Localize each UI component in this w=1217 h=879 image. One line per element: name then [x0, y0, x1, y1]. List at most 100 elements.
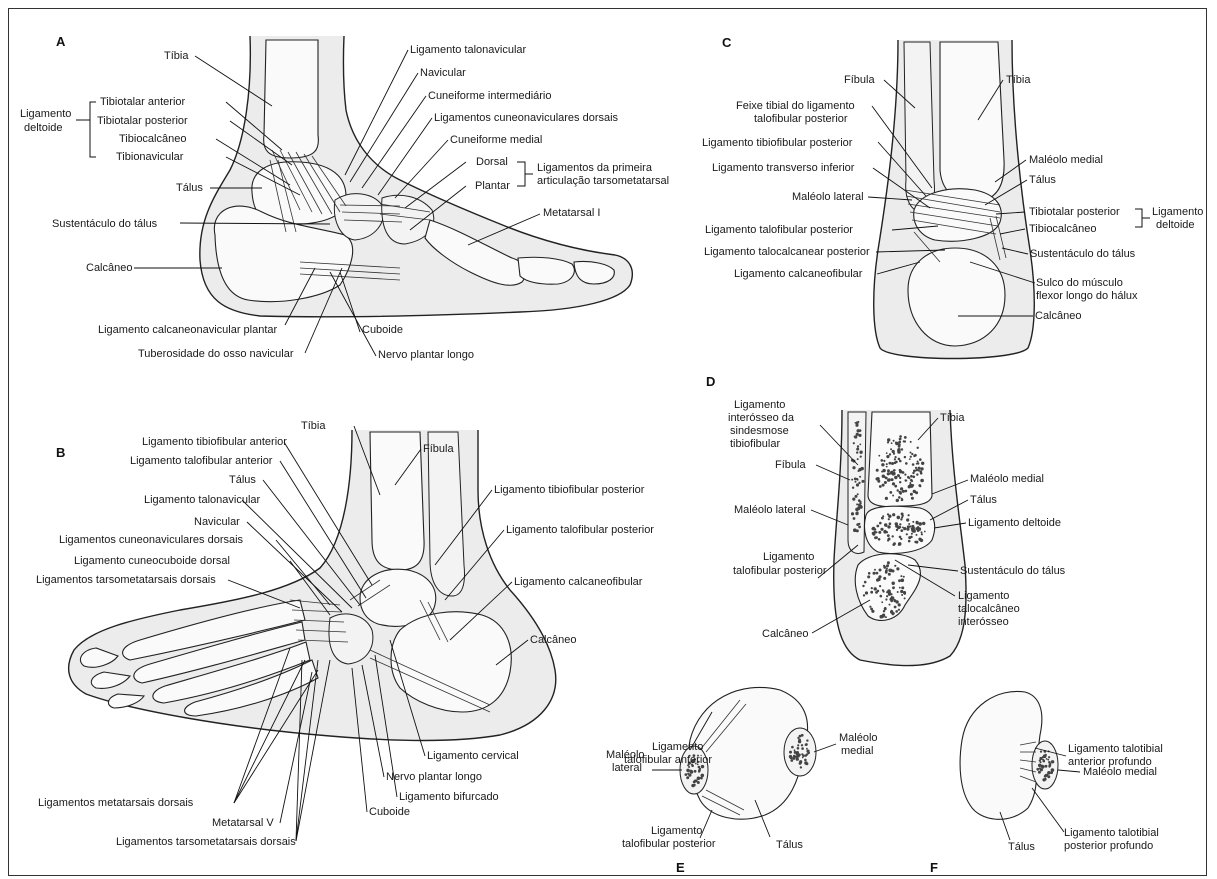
spongy-dot	[697, 781, 700, 784]
spongy-dot	[883, 460, 885, 462]
label-c-calcaneo: Calcâneo	[1035, 310, 1081, 322]
spongy-dot	[899, 460, 902, 463]
spongy-dot	[880, 615, 884, 619]
label-b-nervo-plantar: Nervo plantar longo	[386, 771, 482, 783]
spongy-dot	[904, 456, 906, 458]
spongy-dot	[801, 744, 803, 746]
spongy-dot	[889, 522, 892, 525]
spongy-dot	[862, 585, 864, 587]
spongy-dot	[910, 452, 912, 454]
spongy-dot	[902, 491, 904, 493]
spongy-dot	[694, 780, 697, 783]
label-c-sulco-2: flexor longo do hálux	[1036, 290, 1138, 302]
spongy-dot	[797, 744, 799, 746]
label-a-dorsal: Dorsal	[476, 156, 508, 168]
spongy-dot	[889, 598, 891, 600]
spongy-dot	[859, 444, 861, 446]
spongy-dot	[853, 528, 857, 532]
spongy-dot	[1041, 765, 1044, 768]
spongy-dot	[895, 456, 897, 458]
panel-a: A	[20, 34, 669, 361]
spongy-dot	[898, 542, 902, 546]
spongy-dot	[851, 479, 853, 481]
spongy-dot	[894, 485, 897, 488]
spongy-dot	[920, 539, 923, 542]
spongy-dot	[887, 539, 889, 541]
label-a-lig-calcaneonavicular: Ligamento calcaneonavicular plantar	[98, 324, 278, 336]
spongy-dot	[885, 569, 888, 572]
spongy-dot	[903, 576, 905, 578]
spongy-dot	[894, 458, 896, 460]
spongy-dot	[916, 534, 918, 536]
spongy-dot	[893, 542, 896, 545]
label-b-navicular: Navicular	[194, 516, 240, 528]
spongy-dot	[893, 440, 895, 442]
spongy-dot	[897, 516, 901, 520]
spongy-dot	[887, 438, 890, 441]
label-a-tibia: Tíbia	[164, 50, 189, 62]
label-e-talofib-post-2: talofibular posterior	[622, 838, 716, 850]
spongy-dot	[856, 433, 859, 436]
spongy-dot	[898, 603, 901, 606]
spongy-dot	[899, 477, 901, 479]
panel-a-phalanx-1	[518, 257, 574, 284]
spongy-dot	[876, 525, 879, 528]
label-e-maleolo-lateral-2: lateral	[612, 762, 642, 774]
spongy-dot	[886, 568, 888, 570]
spongy-dot	[884, 481, 887, 484]
label-d-talocalc-2: talocalcâneo	[958, 603, 1020, 615]
label-c-sulco-1: Sulco do músculo	[1036, 277, 1123, 289]
spongy-dot	[1051, 768, 1055, 772]
spongy-dot	[1038, 771, 1041, 774]
spongy-dot	[857, 429, 860, 432]
spongy-dot	[912, 463, 915, 466]
label-d-interosseo-4: tibiofibular	[730, 438, 780, 450]
spongy-dot	[865, 591, 868, 594]
label-d-lig-deltoide: Ligamento deltoide	[968, 517, 1061, 529]
label-d-talocalc-3: interósseo	[958, 616, 1009, 628]
label-a-navicular: Navicular	[420, 67, 466, 79]
label-c-tibiocalcaneo: Tibiocalcâneo	[1029, 223, 1096, 235]
spongy-dot	[915, 467, 917, 469]
spongy-dot	[887, 525, 890, 528]
label-d-talocalc-1: Ligamento	[958, 590, 1009, 602]
panel-c-letter: C	[722, 35, 732, 50]
spongy-dot	[853, 442, 855, 444]
label-c-lig-calcaneofibular: Ligamento calcaneofibular	[734, 268, 863, 280]
label-a-lig-primeira-1: Ligamentos da primeira	[537, 162, 653, 174]
label-a-cuneiforme-medial: Cuneiforme medial	[450, 134, 542, 146]
spongy-dot	[901, 448, 903, 450]
spongy-dot	[891, 610, 893, 612]
label-d-tibia: Tíbia	[940, 412, 965, 424]
spongy-dot	[1048, 756, 1050, 758]
label-b-lig-tibiofibular-posterior: Ligamento tibiofibular posterior	[494, 484, 645, 496]
label-e-talofib-post-1: Ligamento	[651, 825, 702, 837]
spongy-dot	[691, 784, 694, 787]
label-f-talotib-post-1: Ligamento talotibial	[1064, 827, 1159, 839]
spongy-dot	[882, 484, 885, 487]
label-e-talus: Tálus	[776, 839, 803, 851]
spongy-dot	[805, 743, 808, 746]
spongy-dot	[902, 527, 904, 529]
spongy-dot	[876, 572, 879, 575]
spongy-dot	[877, 578, 881, 582]
spongy-dot	[859, 476, 861, 478]
spongy-dot	[890, 448, 892, 450]
spongy-dot	[859, 451, 862, 454]
spongy-dot	[798, 754, 800, 756]
panel-a-brace-deltoide	[76, 102, 96, 157]
spongy-dot	[794, 751, 797, 754]
spongy-dot	[887, 479, 890, 482]
label-c-fibula: Fíbula	[844, 74, 875, 86]
spongy-dot	[858, 526, 861, 529]
spongy-dot	[888, 563, 890, 565]
spongy-dot	[871, 528, 873, 530]
spongy-dot	[911, 497, 914, 500]
spongy-dot	[879, 585, 881, 587]
spongy-dot	[917, 462, 919, 464]
spongy-dot	[899, 536, 902, 539]
spongy-dot	[789, 751, 792, 754]
panel-a-brace-primeira	[517, 162, 533, 186]
spongy-dot	[858, 470, 860, 472]
spongy-dot	[901, 579, 905, 583]
